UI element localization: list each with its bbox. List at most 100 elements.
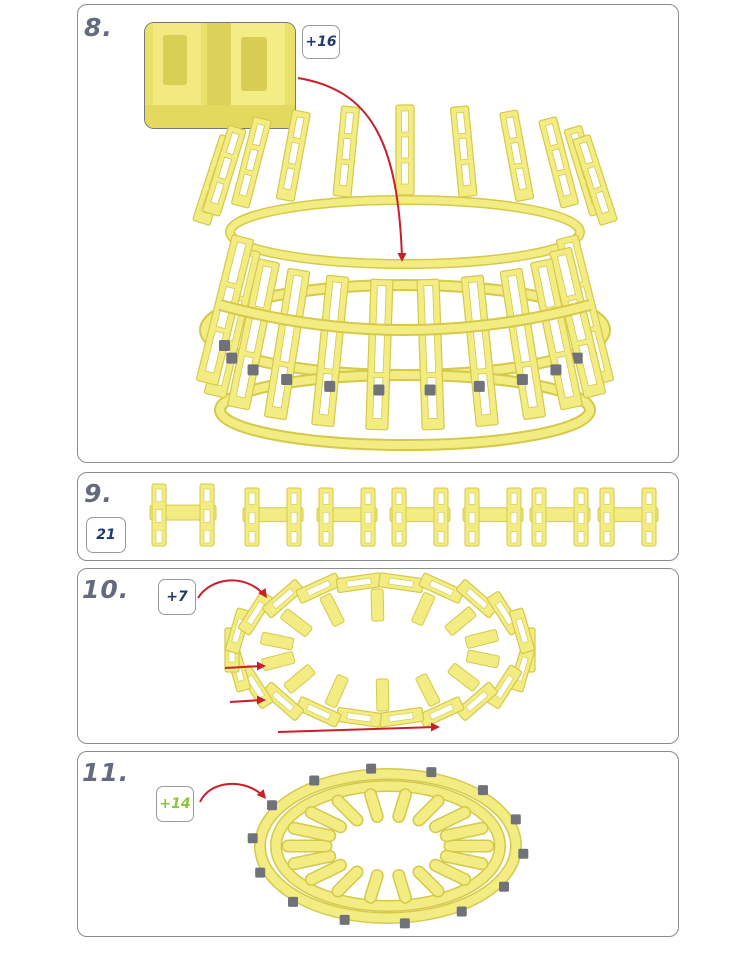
- yellow-frame-piece-icon: [437, 512, 445, 524]
- gray-connector-icon: [473, 380, 485, 392]
- yellow-frame-piece-icon: [333, 795, 362, 826]
- gray-connector-icon: [426, 767, 437, 778]
- step-number: 9.: [84, 479, 113, 508]
- yellow-frame-piece-icon: [468, 512, 476, 524]
- yellow-frame-piece-icon: [464, 629, 499, 649]
- red-arrow-icon: [224, 665, 263, 669]
- gray-connector-icon: [247, 833, 258, 844]
- red-arrow-icon: [197, 579, 266, 599]
- yellow-frame-piece-icon: [577, 531, 585, 544]
- yellow-frame-piece-icon: [290, 492, 298, 505]
- yellow-frame-piece-icon: [395, 531, 403, 544]
- yellow-frame-piece-icon: [155, 530, 163, 544]
- yellow-frame-piece-icon: [248, 531, 256, 544]
- yellow-frame-piece-icon: [393, 789, 411, 822]
- yellow-frame-piece-icon: [237, 591, 274, 636]
- yellow-frame-piece-icon: [262, 681, 305, 721]
- gray-connector-icon: [281, 374, 293, 386]
- gray-connector-icon: [288, 896, 299, 907]
- yellow-frame-piece-icon: [203, 488, 211, 502]
- step-number: 11.: [82, 758, 130, 787]
- yellow-frame-piece-icon: [414, 795, 443, 826]
- gray-connector-icon: [247, 364, 259, 376]
- yellow-frame-piece-icon: [645, 492, 653, 505]
- red-arrow-icon: [397, 253, 407, 262]
- yellow-frame-piece-icon: [311, 274, 350, 428]
- yellow-frame-piece-icon: [603, 512, 611, 524]
- yellow-frame-piece-icon: [645, 531, 653, 544]
- gray-connector-icon: [324, 380, 336, 392]
- yellow-frame-piece-icon: [510, 512, 518, 524]
- yellow-frame-piece-icon: [248, 512, 256, 524]
- red-arrow-icon: [431, 722, 440, 732]
- yellow-frame-piece-icon: [333, 866, 362, 897]
- yellow-frame-piece-icon: [248, 492, 256, 505]
- yellow-frame-piece-icon: [441, 823, 487, 841]
- gray-connector-icon: [219, 340, 230, 351]
- yellow-frame-piece-icon: [155, 488, 163, 502]
- yellow-frame-piece-icon: [289, 851, 335, 869]
- yellow-frame-piece-icon: [447, 663, 480, 692]
- yellow-frame-piece-icon: [460, 274, 499, 428]
- quantity-badge: +7: [158, 579, 196, 615]
- yellow-frame-piece-icon: [444, 606, 477, 636]
- red-arrow-icon: [256, 789, 266, 799]
- yellow-frame-piece-icon: [437, 531, 445, 544]
- yellow-frame-piece-icon: [535, 531, 543, 544]
- gray-connector-icon: [510, 814, 521, 825]
- gray-connector-icon: [399, 918, 410, 929]
- inset-closeup-icon: [145, 23, 295, 128]
- yellow-frame-piece-icon: [455, 579, 498, 619]
- yellow-frame-piece-icon: [275, 109, 311, 202]
- yellow-frame-piece-icon: [430, 860, 470, 885]
- yellow-frame-piece-icon: [486, 664, 523, 709]
- yellow-frame-piece-icon: [365, 870, 383, 903]
- yellow-frame-piece-icon: [322, 531, 330, 544]
- yellow-frame-piece-icon: [322, 492, 330, 505]
- yellow-frame-piece-icon: [437, 492, 445, 505]
- yellow-frame-piece-icon: [255, 769, 521, 923]
- gray-connector-icon: [516, 374, 528, 386]
- yellow-frame-piece-icon: [202, 124, 247, 217]
- yellow-frame-piece-icon: [260, 631, 295, 651]
- yellow-frame-piece-icon: [335, 706, 383, 728]
- yellow-frame-piece-icon: [395, 512, 403, 524]
- yellow-frame-piece-icon: [415, 673, 441, 707]
- quantity-badge: +16: [302, 25, 340, 59]
- yellow-frame-piece-icon: [572, 134, 618, 226]
- gray-connector-icon: [226, 352, 238, 364]
- yellow-frame-piece-icon: [283, 664, 316, 694]
- yellow-frame-piece-icon: [324, 674, 349, 708]
- yellow-frame-piece-icon: [377, 706, 425, 728]
- yellow-frame-piece-icon: [418, 696, 465, 728]
- yellow-frame-piece-icon: [538, 116, 579, 209]
- yellow-frame-piece-icon: [455, 681, 498, 721]
- yellow-frame-piece-icon: [306, 807, 346, 832]
- yellow-frame-piece-icon: [203, 509, 211, 523]
- yellow-frame-piece-icon: [216, 371, 594, 449]
- yellow-frame-piece-icon: [393, 870, 411, 903]
- yellow-frame-piece-icon: [306, 860, 346, 885]
- yellow-frame-piece-icon: [535, 492, 543, 505]
- yellow-frame-piece-icon: [468, 531, 476, 544]
- yellow-frame-piece-icon: [418, 572, 465, 604]
- gray-connector-icon: [424, 384, 436, 396]
- yellow-frame-piece-icon: [271, 781, 505, 911]
- yellow-frame-piece-icon: [226, 196, 584, 268]
- yellow-frame-piece-icon: [645, 512, 653, 524]
- step-number: 10.: [82, 575, 130, 604]
- yellow-frame-piece-icon: [155, 509, 163, 523]
- gray-connector-icon: [518, 848, 529, 859]
- gray-connector-icon: [366, 763, 377, 774]
- yellow-frame-piece-icon: [218, 301, 592, 334]
- yellow-frame-piece-icon: [365, 789, 383, 822]
- yellow-frame-piece-icon: [535, 512, 543, 524]
- gray-connector-icon: [550, 364, 562, 376]
- yellow-frame-piece-icon: [411, 592, 436, 626]
- yellow-frame-piece-icon: [370, 588, 385, 622]
- red-arrow-icon: [199, 783, 264, 803]
- yellow-frame-piece-icon: [465, 649, 500, 669]
- quantity-badge: 21: [86, 517, 126, 553]
- yellow-frame-piece-icon: [577, 512, 585, 524]
- yellow-frame-piece-icon: [231, 116, 272, 209]
